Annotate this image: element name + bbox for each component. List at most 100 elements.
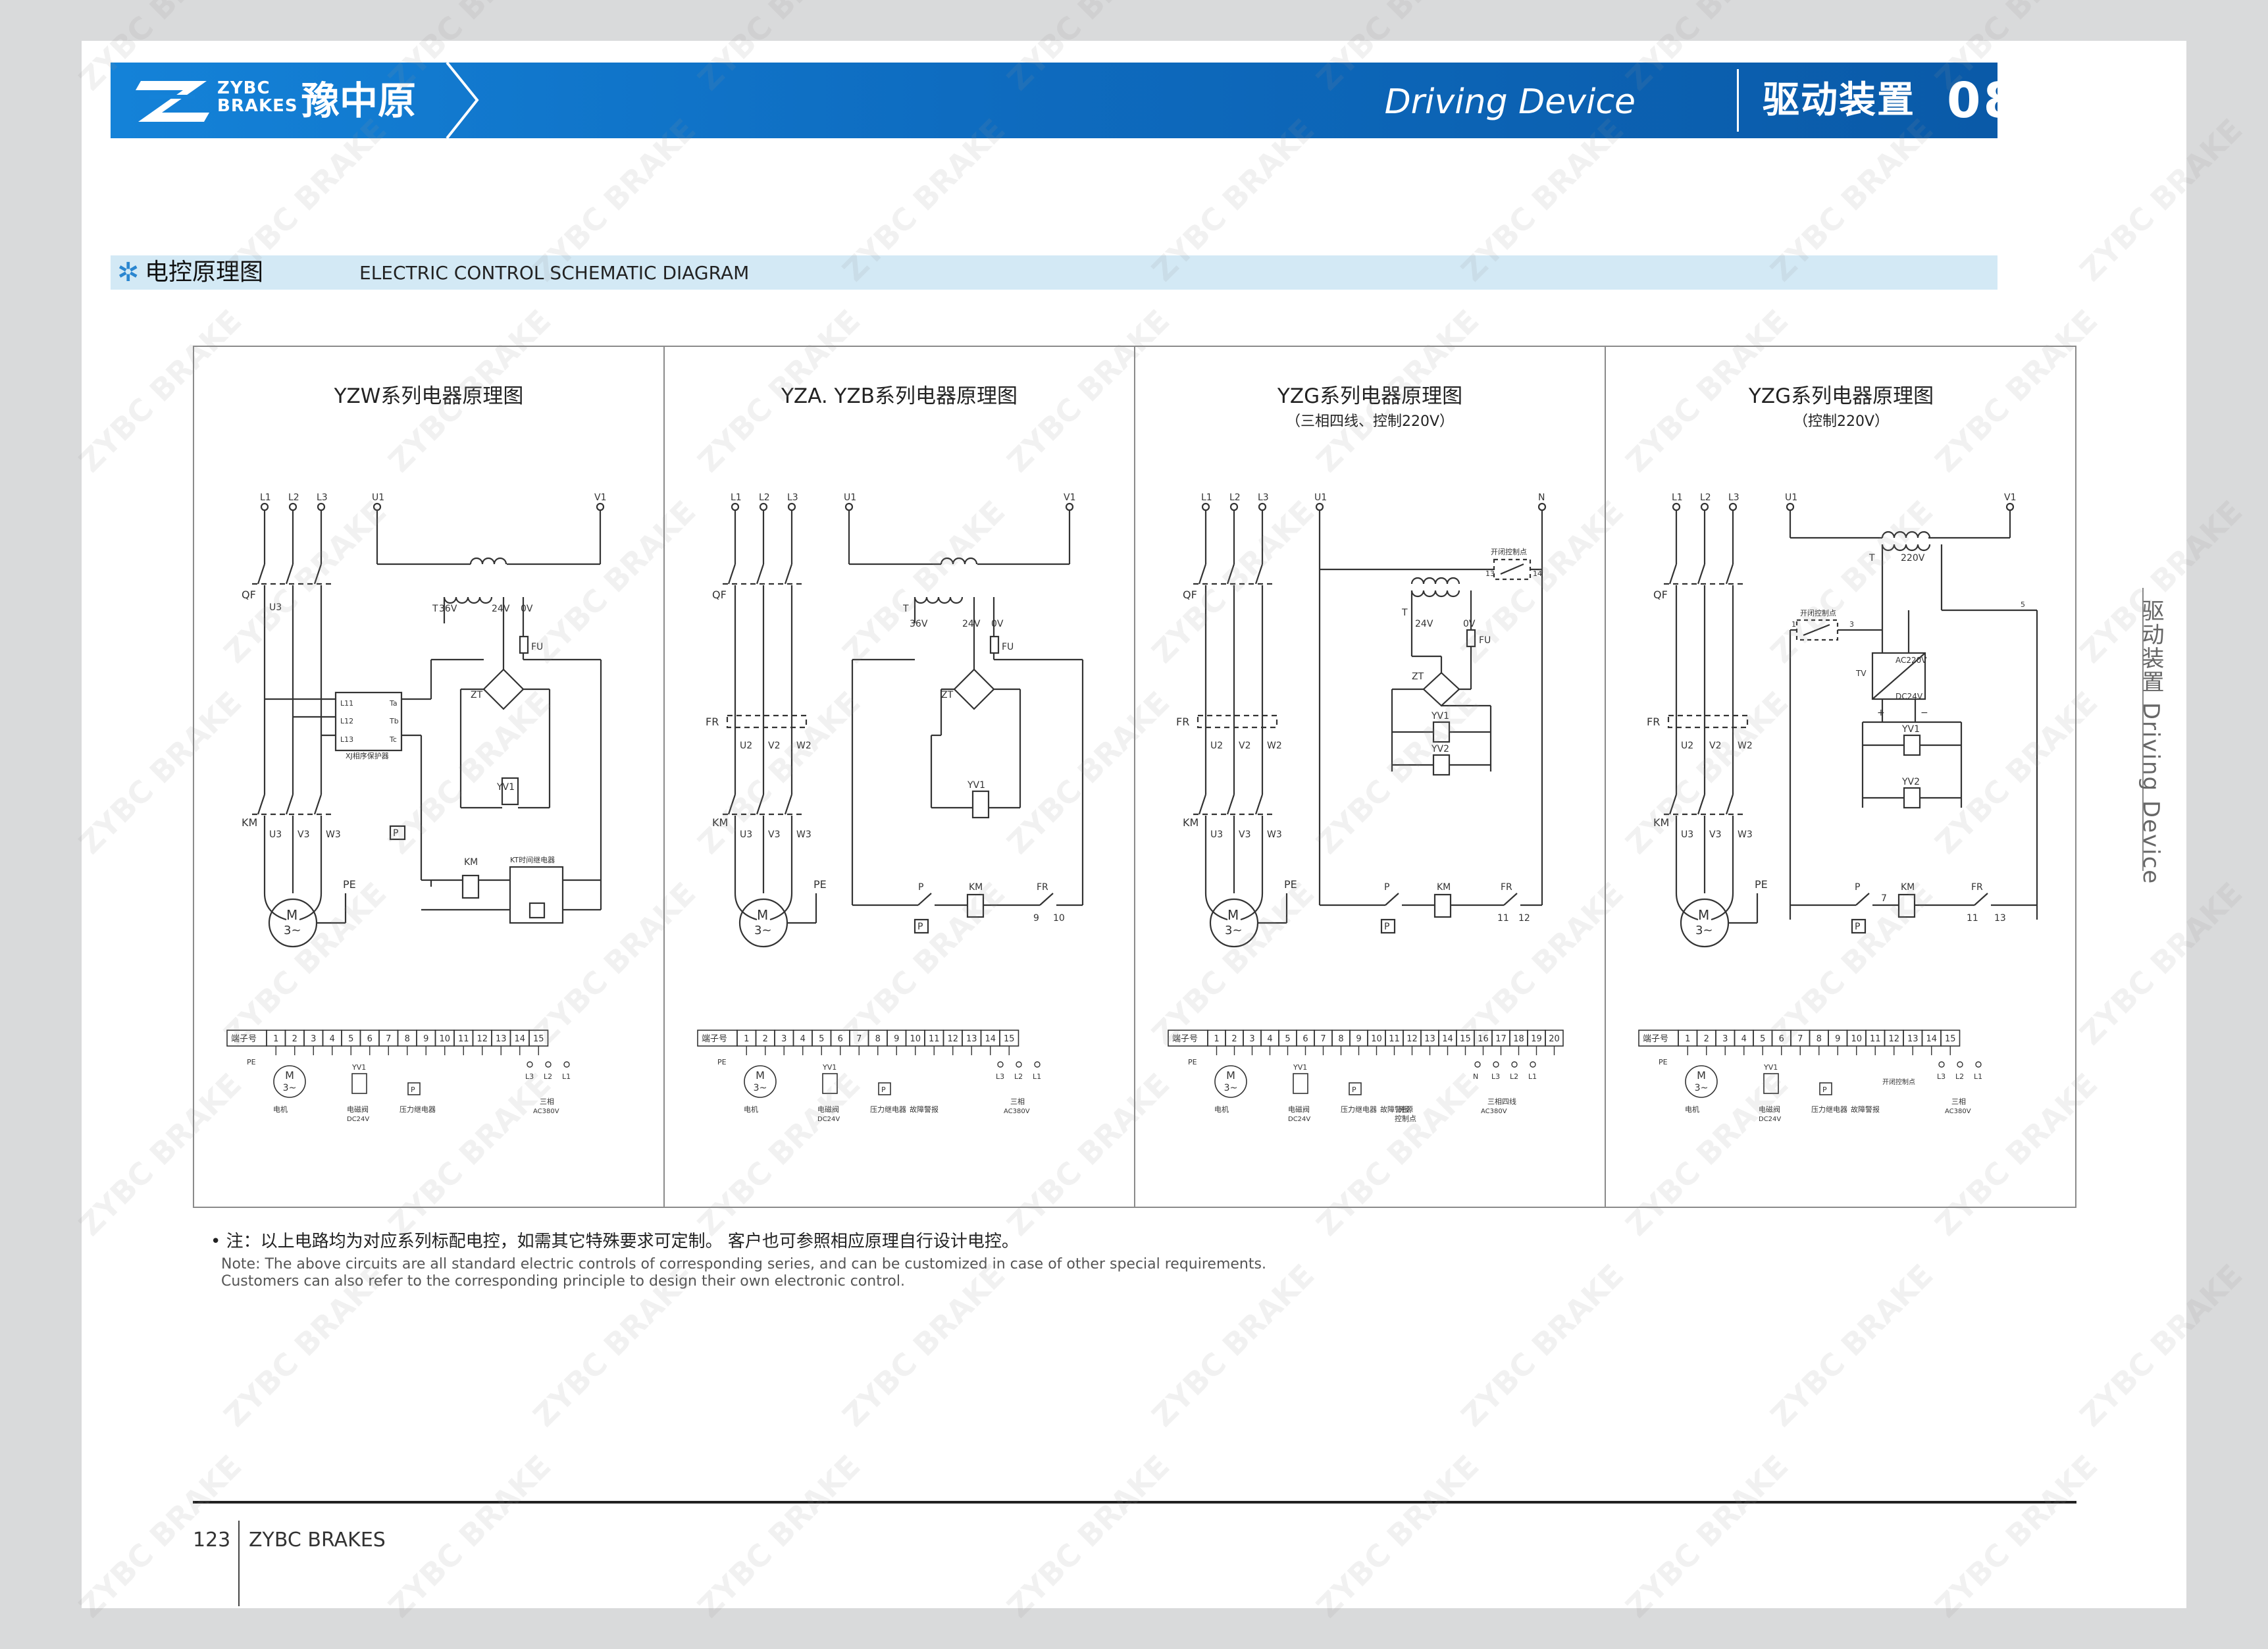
label-W3: W3 — [1267, 829, 1282, 840]
terminal-number: 17 — [1495, 1034, 1507, 1044]
terminal-number: 14 — [514, 1034, 525, 1044]
terminal-caption: 电机 — [1685, 1105, 1699, 1114]
schematic-panels: YZW系列电器原理图 — [193, 346, 2076, 1208]
terminal-number: 9 — [423, 1034, 428, 1044]
label-KM-coil: KM — [1437, 882, 1451, 893]
label-YV1: YV1 — [1431, 711, 1449, 721]
terminal-number: 14 — [985, 1034, 996, 1044]
terminal-caption: 故障警报 — [910, 1105, 939, 1114]
terminal-ac380v: AC380V — [533, 1108, 559, 1115]
motor-M: M — [1698, 907, 1709, 923]
terminal-supply-label: L3 — [525, 1072, 534, 1081]
label-L2: L2 — [759, 492, 770, 503]
yzw-schematic: L1 L2 L3 U1 V1 QF KM U3 U3 V3 W3 PE M 3~… — [242, 492, 606, 948]
terminal-motor-M: M — [1697, 1069, 1706, 1082]
section-title-cn: 驱动装置 — [1763, 79, 1915, 122]
label-3: 3 — [1849, 620, 1854, 629]
terminal-supply-node — [1511, 1061, 1518, 1068]
terminal-caption: 电机 — [273, 1105, 288, 1114]
label-9: 9 — [1033, 913, 1039, 924]
note-en-line1: Note: The above circuits are all standar… — [221, 1256, 1266, 1272]
footer-brand: ZYBC BRAKES — [249, 1529, 386, 1552]
terminal-pressure-P: P — [1352, 1086, 1356, 1094]
label-P: P — [1855, 882, 1860, 893]
label-U1: U1 — [1785, 492, 1797, 503]
terminal-ac380v: AC380V — [1481, 1108, 1507, 1115]
label-FR: FR — [1647, 716, 1660, 728]
label-11: 11 — [1967, 913, 1978, 924]
terminal-passive-2: 控制点 — [1395, 1114, 1416, 1123]
label-L1: L1 — [1201, 492, 1212, 503]
yzg4-schematic: L1 L2 L3 U1 N QF FR KM U2 V2 W2 U3 V3 W3… — [1176, 492, 1547, 948]
label-T: T — [432, 604, 438, 614]
label-FU: FU — [1479, 635, 1491, 646]
motor-M: M — [1227, 907, 1239, 923]
terminal-pressure-box — [407, 1082, 421, 1095]
terminal-pe-label: PE — [247, 1058, 256, 1066]
label-L13: L13 — [340, 735, 353, 744]
terminal-motor-symbol — [1685, 1065, 1718, 1098]
label-11: 11 — [1497, 913, 1509, 924]
panel-title: YZW系列电器原理图 — [334, 384, 524, 408]
terminal-motor-symbol — [1214, 1065, 1247, 1098]
terminal-number: 13 — [966, 1034, 977, 1044]
terminal-number: 2 — [1231, 1034, 1237, 1044]
terminal-number: 3 — [781, 1034, 786, 1044]
terminal-valve-box — [822, 1073, 838, 1094]
terminal-number: 15 — [1004, 1034, 1015, 1044]
yza-schematic: L1 L2 L3 U1 V1 QF FR KM U2 V2 W2 U3 V3 W… — [706, 492, 1084, 948]
terminal-supply-node — [1957, 1061, 1963, 1068]
section-number: 08 — [1947, 72, 2020, 129]
terminal-number: 3 — [1722, 1034, 1728, 1044]
label-AC220V: AC220V — [1895, 656, 1927, 665]
label-P: P — [1384, 882, 1389, 893]
motor-3phase: 3~ — [754, 924, 772, 937]
terminal-supply-node — [1474, 1061, 1481, 1068]
terminal-supply-label: L3 — [996, 1072, 1004, 1081]
terminal-number: 4 — [330, 1034, 335, 1044]
label-DC24V: DC24V — [1895, 692, 1923, 701]
label-7: 7 — [1881, 893, 1887, 904]
label-Tc: Tc — [389, 735, 397, 744]
terminal-motor-3phase: 3~ — [1695, 1083, 1709, 1093]
label-1: 1 — [1791, 620, 1796, 629]
terminal-number: 8 — [1338, 1034, 1343, 1044]
terminal-pressure-P: P — [1822, 1086, 1827, 1094]
section-title-en: Driving Device — [1384, 82, 1636, 122]
terminal-number: 4 — [1741, 1034, 1747, 1044]
terminal-supply-node — [527, 1061, 533, 1068]
label-L3: L3 — [787, 492, 798, 503]
terminal-number: 5 — [819, 1034, 824, 1044]
terminal-number: 1 — [1685, 1034, 1690, 1044]
label-W2: W2 — [1738, 741, 1753, 751]
label-V3: V3 — [768, 829, 780, 840]
terminal-supply-label: N — [1473, 1072, 1478, 1081]
label-10: 10 — [1053, 913, 1065, 924]
terminal-pressure-P: P — [411, 1086, 415, 1094]
terminal-caption: 电磁阀 — [1759, 1105, 1780, 1114]
label-KM: KM — [712, 816, 728, 829]
terminal-number: 6 — [1302, 1034, 1308, 1044]
label-W3: W3 — [1738, 829, 1753, 840]
footer-divider — [238, 1521, 240, 1606]
terminal-number: 15 — [1945, 1034, 1956, 1044]
motor-M: M — [757, 907, 768, 923]
terminal-supply-label: L1 — [1528, 1072, 1537, 1081]
terminal-number: 6 — [1779, 1034, 1784, 1044]
terminal-number: 13 — [1907, 1034, 1919, 1044]
terminal-number: 7 — [386, 1034, 391, 1044]
terminal-valve-label: YV1 — [351, 1063, 366, 1072]
label-KM-coil: KM — [464, 857, 478, 868]
terminal-supply-label: L1 — [1974, 1072, 1982, 1081]
terminal-pressure-box — [1819, 1082, 1832, 1095]
terminal-ac380v: AC380V — [1004, 1108, 1030, 1115]
terminal-number: 20 — [1549, 1034, 1560, 1044]
terminal-number: 2 — [292, 1034, 297, 1044]
terminal-caption: 电机 — [1214, 1105, 1229, 1114]
label-V2: V2 — [1239, 741, 1250, 751]
label-U2: U2 — [1210, 741, 1223, 751]
terminal-header-label: 端子号 — [1172, 1034, 1198, 1044]
terminal-motor-M: M — [285, 1069, 294, 1082]
